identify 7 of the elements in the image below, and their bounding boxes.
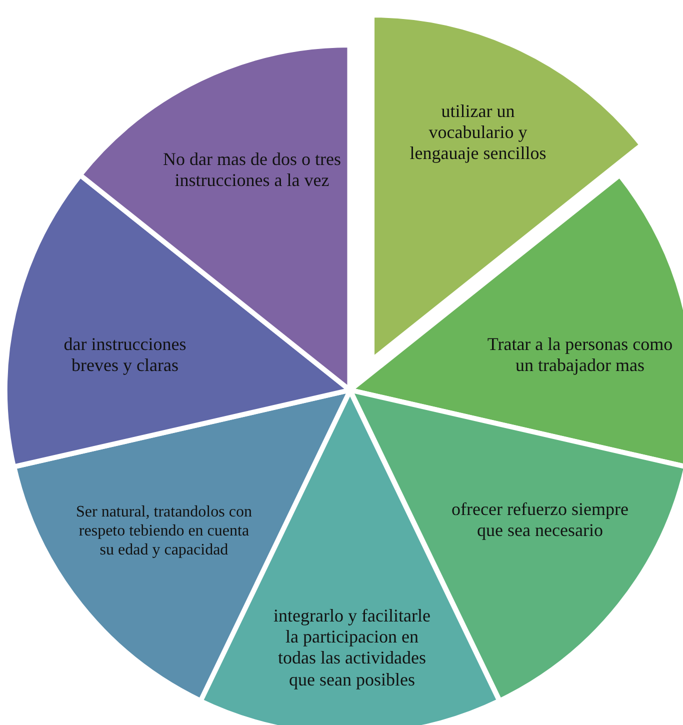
slice-label: ofrecer refuerzo siempre que sea necesario	[450, 498, 630, 542]
slice-label: Ser natural, tratandolos con respeto tebiendo en cuenta su edad y capacidad	[75, 504, 253, 560]
slice-label: integrarlo y facilitarle la participacion en todas las actividades que sean posibles	[272, 606, 432, 690]
slice-label: utilizar un vocabulario y lengauaje sencillos	[408, 101, 548, 165]
slice-label: dar instrucciones breves y claras	[62, 334, 188, 376]
slice-label: No dar mas de dos o tres instrucciones a la vez	[162, 148, 342, 192]
slice-label: Tratar a la personas como un trabajador mas	[486, 334, 674, 376]
